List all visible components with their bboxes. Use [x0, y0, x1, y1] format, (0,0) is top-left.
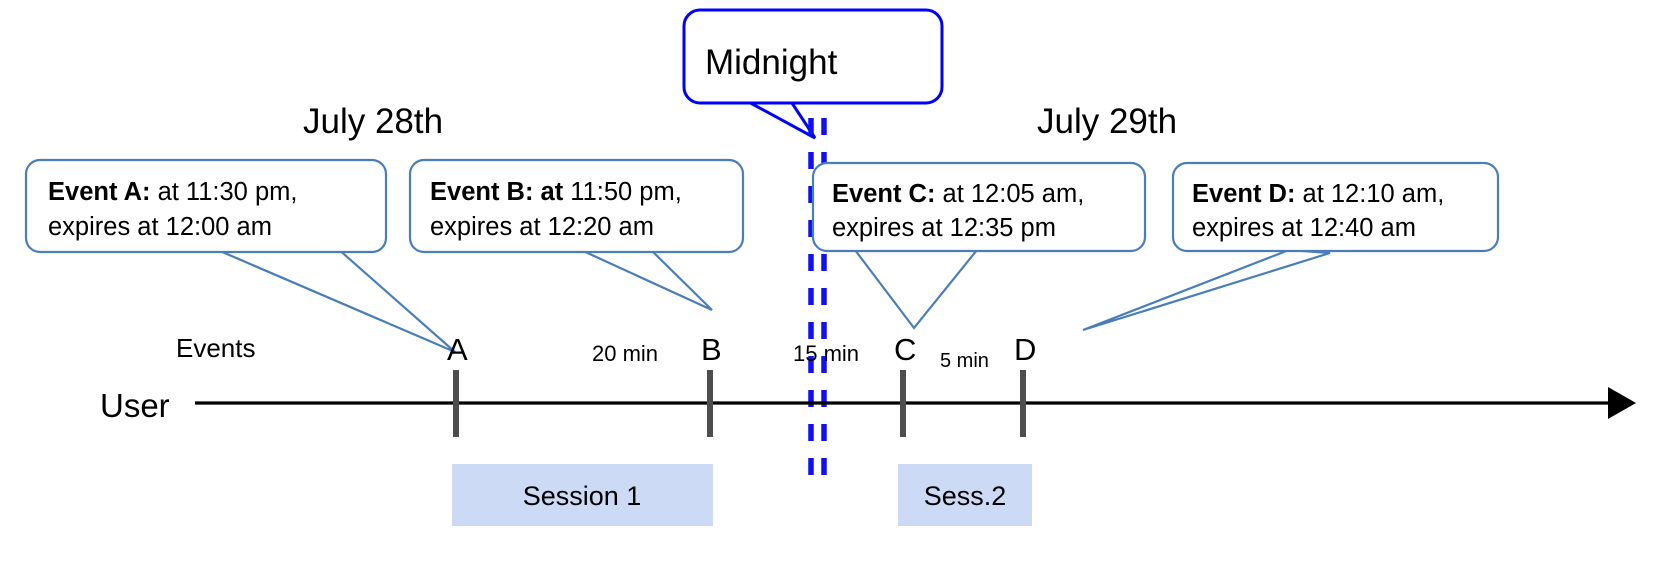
callout-event-c-rest: at 12:05 am, [935, 180, 1084, 208]
callout-event-a-rest: at 11:30 pm, [151, 178, 298, 206]
event-marker-c: C [894, 332, 916, 367]
callout-event-b-line1: Event B: at 11:50 pm, [430, 178, 682, 206]
callout-event-d-box [1171, 161, 1500, 253]
interval-label-ab: 20 min [592, 341, 658, 366]
timeline-axis [195, 387, 1636, 419]
session-1-block [452, 464, 713, 526]
callout-event-d: Event D: at 12:10 am, expires at 12:40 a… [1082, 161, 1500, 332]
callout-event-d-line2: expires at 12:40 am [1192, 214, 1416, 242]
event-marker-a: A [447, 332, 468, 367]
callout-event-b-line2: expires at 12:20 am [430, 213, 654, 241]
callout-event-b-bold: Event B: at [430, 178, 564, 206]
midnight-callout-box [682, 8, 944, 105]
date-label-left: July 28th [303, 102, 443, 141]
callout-event-d-rest: at 12:10 am, [1295, 180, 1444, 208]
midnight-dashed-lines [808, 118, 827, 478]
callout-event-d-tail [1082, 248, 1331, 332]
interval-label-cd: 5 min [940, 350, 989, 372]
callout-event-c-line2: expires at 12:35 pm [832, 214, 1056, 242]
axis-arrow-icon [1608, 387, 1636, 419]
callout-event-b-rest: 11:50 pm, [563, 178, 682, 206]
callout-event-c-line1: Event C: at 12:05 am, [832, 180, 1084, 208]
callout-event-d-bold: Event D: [1192, 180, 1295, 208]
callout-event-c-bold: Event C: [832, 180, 935, 208]
session-blocks: Session 1 Sess.2 [452, 464, 1032, 526]
callout-event-b-box [408, 158, 745, 254]
callout-event-a: Event A: at 11:30 pm, expires at 12:00 a… [24, 158, 456, 354]
event-ticks [453, 370, 1026, 437]
callout-event-b-tail [580, 248, 713, 312]
event-marker-d: D [1014, 332, 1036, 367]
session-2-block [898, 464, 1032, 526]
interval-label-bc: 15 min [793, 341, 859, 366]
callout-event-c-box [811, 161, 1147, 253]
session-1-label: Session 1 [523, 481, 642, 511]
date-label-right: July 29th [1037, 102, 1177, 141]
callout-event-a-box [24, 158, 388, 254]
callout-event-b: Event B: at 11:50 pm, expires at 12:20 a… [408, 158, 745, 312]
midnight-callout-tail [744, 98, 817, 140]
callout-event-d-line1: Event D: at 12:10 am, [1192, 180, 1444, 208]
callout-event-a-line1: Event A: at 11:30 pm, [48, 178, 297, 206]
callout-event-a-line2: expires at 12:00 am [48, 213, 272, 241]
callout-event-c-tail [852, 248, 978, 330]
callout-event-a-bold: Event A: [48, 178, 151, 206]
events-lane-label: Events [176, 333, 256, 363]
session-2-label: Sess.2 [924, 481, 1007, 511]
midnight-callout: Midnight [682, 8, 944, 140]
user-axis-label: User [100, 387, 170, 424]
event-marker-b: B [701, 332, 722, 367]
midnight-label: Midnight [705, 43, 838, 82]
callout-event-c: Event C: at 12:05 am, expires at 12:35 p… [811, 161, 1147, 330]
